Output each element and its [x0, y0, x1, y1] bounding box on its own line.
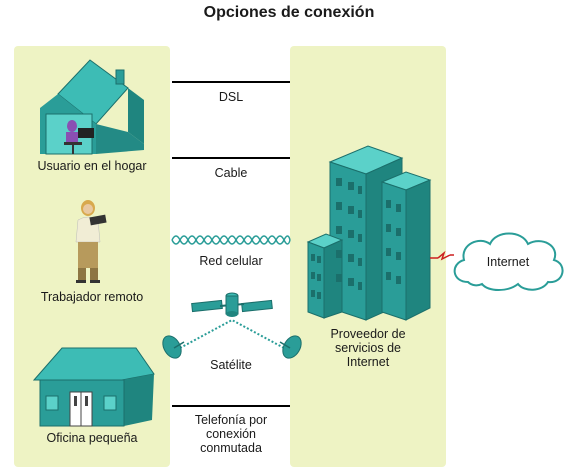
isp-label: Proveedor de servicios de Internet: [290, 327, 446, 369]
satellite-dish-left-icon: [162, 335, 185, 359]
cable-line: [172, 157, 290, 159]
home-user-icon: [40, 59, 144, 155]
dialup-label-line2: conexión: [205, 427, 257, 441]
dialup-label: Telefonía por conexión conmutada: [172, 413, 290, 455]
remote-worker-icon: [75, 200, 107, 283]
dialup-label-line3: conmutada: [200, 441, 262, 455]
satellite-icon: [191, 292, 273, 317]
dsl-line: [172, 81, 290, 83]
cellular-wave: [171, 235, 291, 245]
satellite-dish-right-icon: [279, 335, 302, 359]
dialup-line: [172, 405, 290, 407]
internet-cloud-label: Internet: [486, 255, 530, 269]
isp-buildings-icon: [306, 145, 432, 321]
remote-worker-label: Trabajador remoto: [40, 290, 144, 304]
satellite-label: Satélite: [210, 358, 252, 372]
isp-label-line2: servicios de: [335, 341, 401, 355]
internet-cloud-icon: [453, 232, 564, 291]
dsl-label: DSL: [218, 90, 244, 104]
diagram-title: Opciones de conexión: [203, 4, 375, 21]
small-office-icon: [32, 347, 155, 427]
isp-label-line3: Internet: [346, 355, 390, 369]
cellular-label: Red celular: [199, 254, 263, 268]
isp-label-line1: Proveedor de: [330, 327, 406, 341]
home-user-label: Usuario en el hogar: [37, 159, 147, 173]
wan-link-icon: [430, 250, 454, 261]
cable-label: Cable: [214, 166, 248, 180]
dialup-label-line1: Telefonía por: [194, 413, 268, 427]
small-office-label: Oficina pequeña: [46, 431, 138, 445]
